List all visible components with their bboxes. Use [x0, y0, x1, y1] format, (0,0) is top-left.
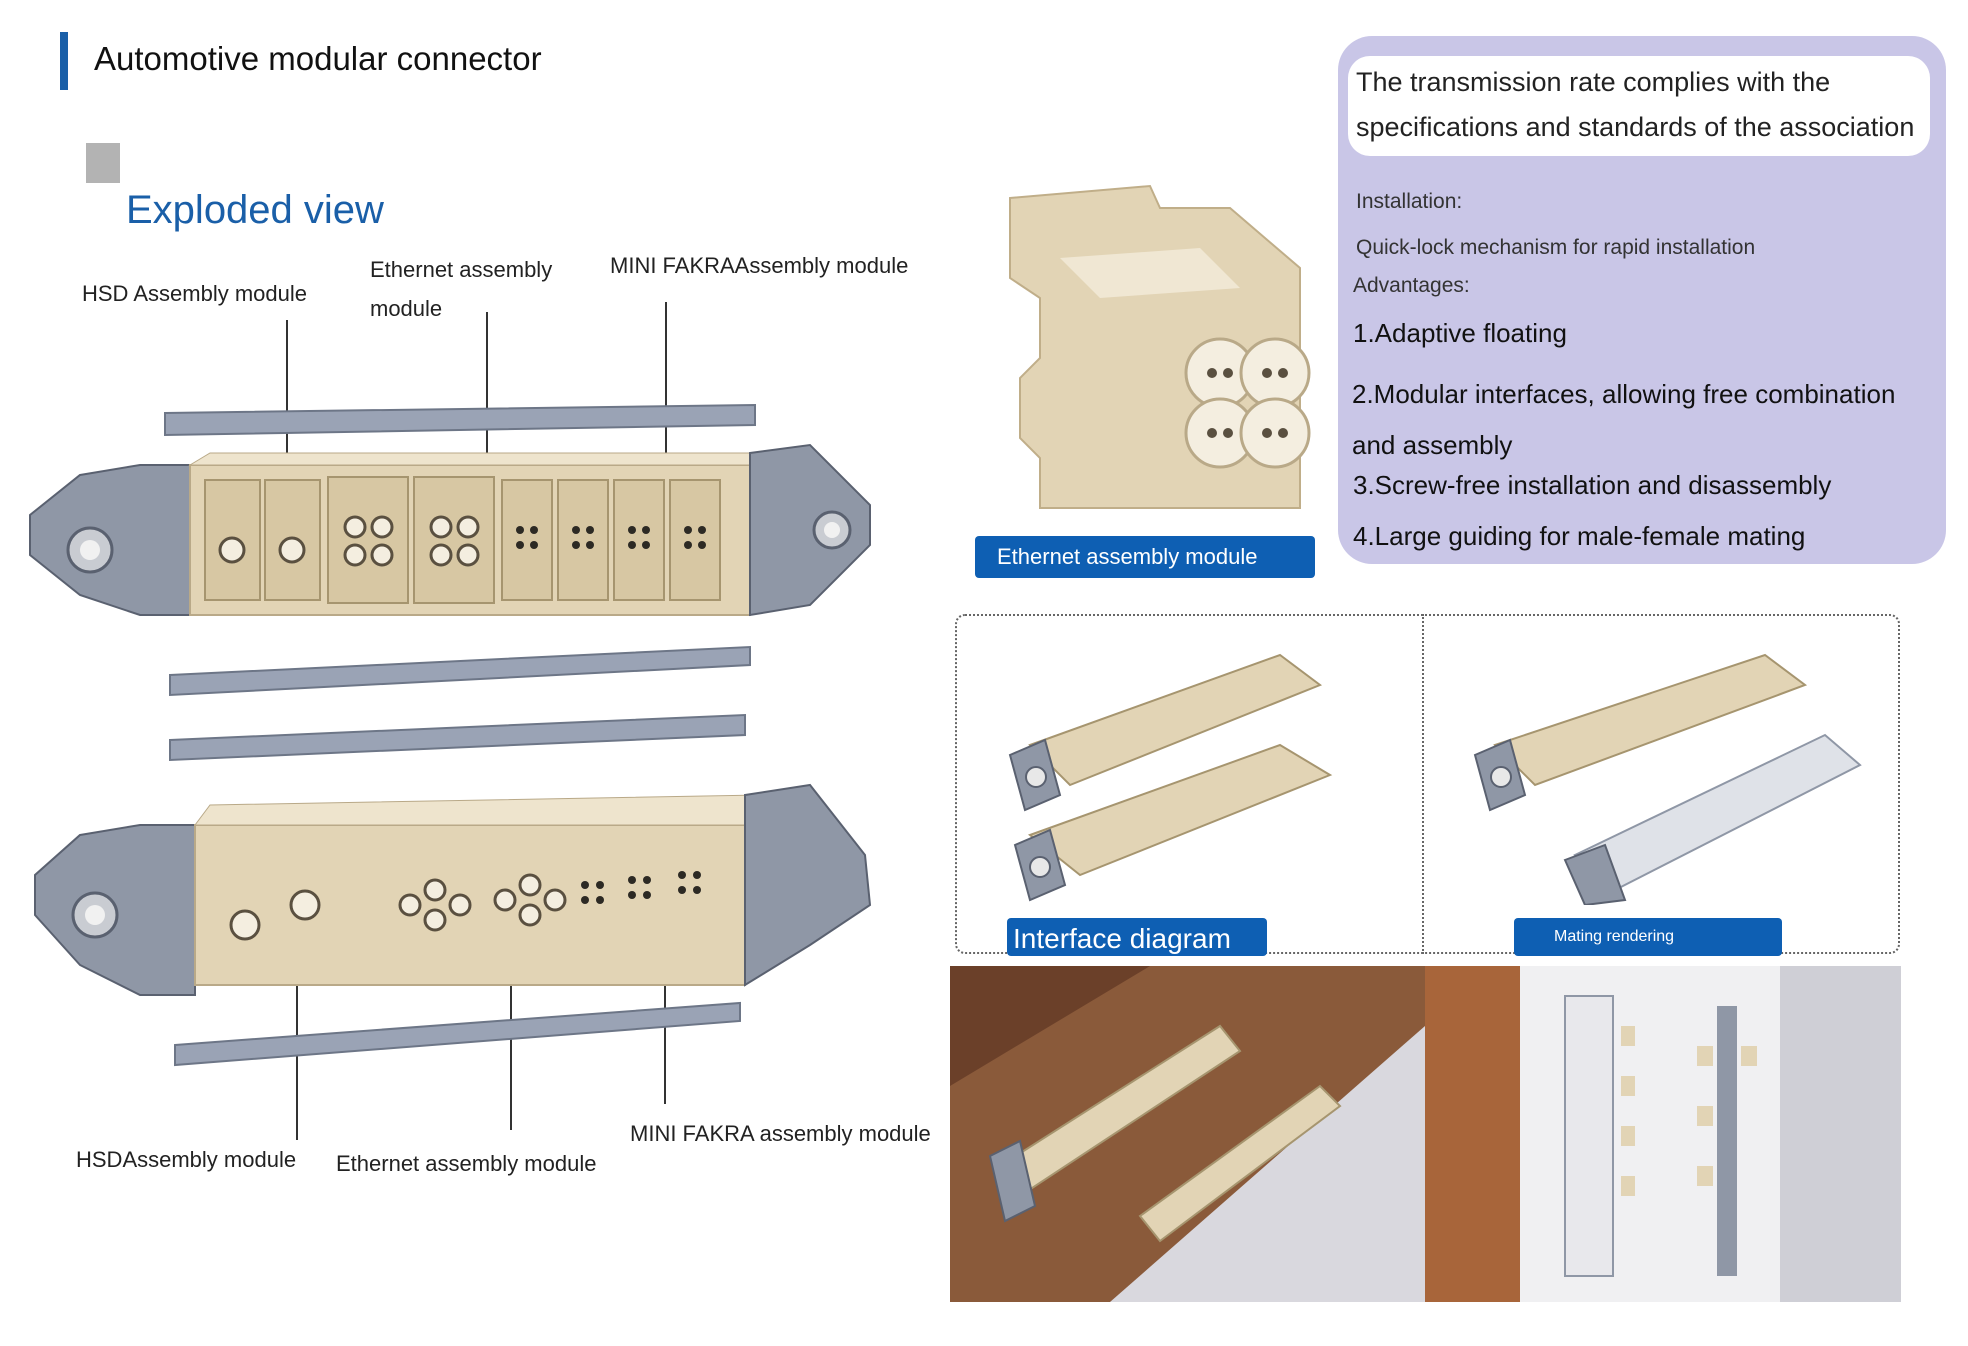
label-top-hsd: HSD Assembly module: [82, 281, 307, 306]
upper-connector: [29, 443, 871, 617]
installation-photo-left: [950, 966, 1425, 1302]
leader-line-top-ethernet: [486, 312, 488, 462]
installation-photo-right: [1425, 966, 1901, 1302]
section-title: Exploded view: [126, 188, 384, 232]
leader-line-top-mini-fakra: [665, 302, 667, 488]
mating-rendering-caption: Mating rendering: [1514, 918, 1782, 956]
advantage-item: 4.Large guiding for male-female mating: [1353, 521, 1806, 551]
mating-rendering-image: [1473, 653, 1862, 905]
label-bottom-ethernet: Ethernet assembly module: [336, 1151, 597, 1176]
installation-heading: Installation:: [1356, 190, 1463, 213]
info-headline: The transmission rate complies with the …: [1356, 67, 1915, 142]
title-accent-bar: [60, 32, 68, 90]
label-top-ethernet: Ethernet assembly module: [370, 257, 553, 321]
installation-text: Quick-lock mechanism for rapid installat…: [1356, 236, 1756, 259]
interface-diagram-caption: Interface diagram: [1007, 918, 1267, 956]
ethernet-module-caption: Ethernet assembly module: [975, 536, 1315, 578]
advantage-item: 3.Screw-free installation and disassembl…: [1353, 470, 1832, 500]
ethernet-module-image: [1009, 184, 1311, 509]
page-title: Automotive modular connector: [94, 40, 542, 77]
diagram-panel: [955, 614, 1900, 954]
advantages-heading: Advantages:: [1353, 274, 1470, 297]
section-marker: [86, 143, 120, 183]
label-bottom-hsd: HSDAssembly module: [76, 1147, 297, 1172]
exploded-view-illustration: [29, 403, 872, 1067]
interface-diagram-image: [1008, 653, 1333, 902]
leader-line-bottom-mini-fakra: [664, 880, 666, 1104]
advantage-item: 1.Adaptive floating: [1353, 318, 1567, 348]
label-top-mini-fakra: MINI FAKRAAssembly module: [610, 253, 909, 278]
label-bottom-mini-fakra: MINI FAKRA assembly module: [630, 1121, 931, 1146]
diagram-divider: [1422, 614, 1424, 954]
lower-connector: [34, 783, 872, 996]
advantage-item: 2.Modular interfaces, allowing free comb…: [1352, 379, 1896, 460]
info-headline-box: [1348, 56, 1930, 156]
